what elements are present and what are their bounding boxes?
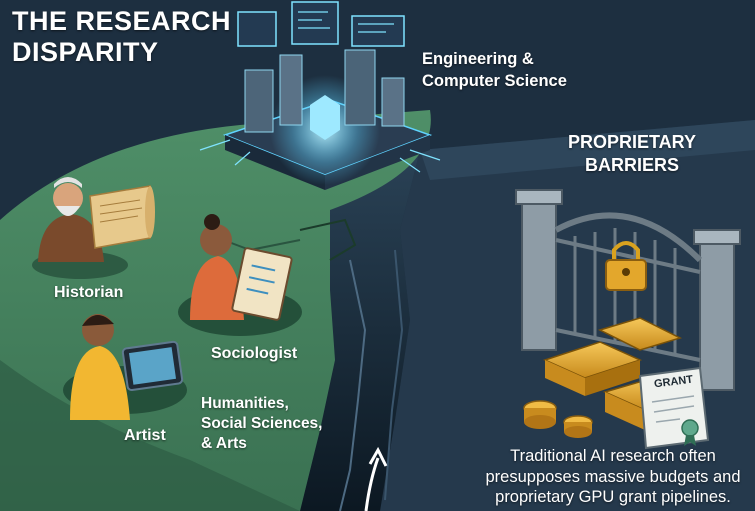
coin-icon xyxy=(523,400,593,438)
certificate-icon xyxy=(638,366,710,450)
humanities-line-3: & Arts xyxy=(201,435,247,452)
humanities-line-2: Social Sciences, xyxy=(201,415,323,432)
engineering-label: Engineering & Computer Science xyxy=(422,48,567,92)
sociologist-label: Sociologist xyxy=(211,345,298,362)
caption-line-1: Traditional AI research often xyxy=(510,447,716,465)
humanities-line-1: Humanities, xyxy=(201,395,289,412)
humanities-label: Humanities, Social Sciences, & Arts xyxy=(201,394,323,454)
caption-line-3: proprietary GPU grant pipelines. xyxy=(495,488,731,506)
caption-line-2: presupposes massive budgets and xyxy=(485,467,741,486)
artist-label: Artist xyxy=(124,427,166,444)
barriers-line-1: PROPRIETARY xyxy=(567,132,696,152)
gate-icon xyxy=(515,189,741,391)
historian-label: Historian xyxy=(54,284,124,301)
clipboard-icon xyxy=(231,247,293,321)
barriers-line-2: BARRIERS xyxy=(584,155,679,175)
artist-figure xyxy=(63,314,187,420)
tablet-icon xyxy=(121,340,184,392)
engineering-line-2: Computer Science xyxy=(422,72,567,90)
historian-figure xyxy=(32,177,155,279)
arrow-icon xyxy=(364,446,388,511)
caption: Traditional AI research often presuppose… xyxy=(472,446,754,508)
title-line-1: THE RESEARCH xyxy=(12,6,232,36)
scroll-icon xyxy=(89,185,155,249)
chip-city-icon xyxy=(199,1,441,190)
engineering-line-1: Engineering & xyxy=(422,50,534,68)
sociologist-figure xyxy=(178,214,302,336)
barriers-label: PROPRIETARY BARRIERS xyxy=(557,131,707,177)
title-line-2: DISPARITY xyxy=(12,37,159,67)
page-title: THE RESEARCH DISPARITY xyxy=(12,6,231,68)
padlock-icon xyxy=(605,241,647,291)
